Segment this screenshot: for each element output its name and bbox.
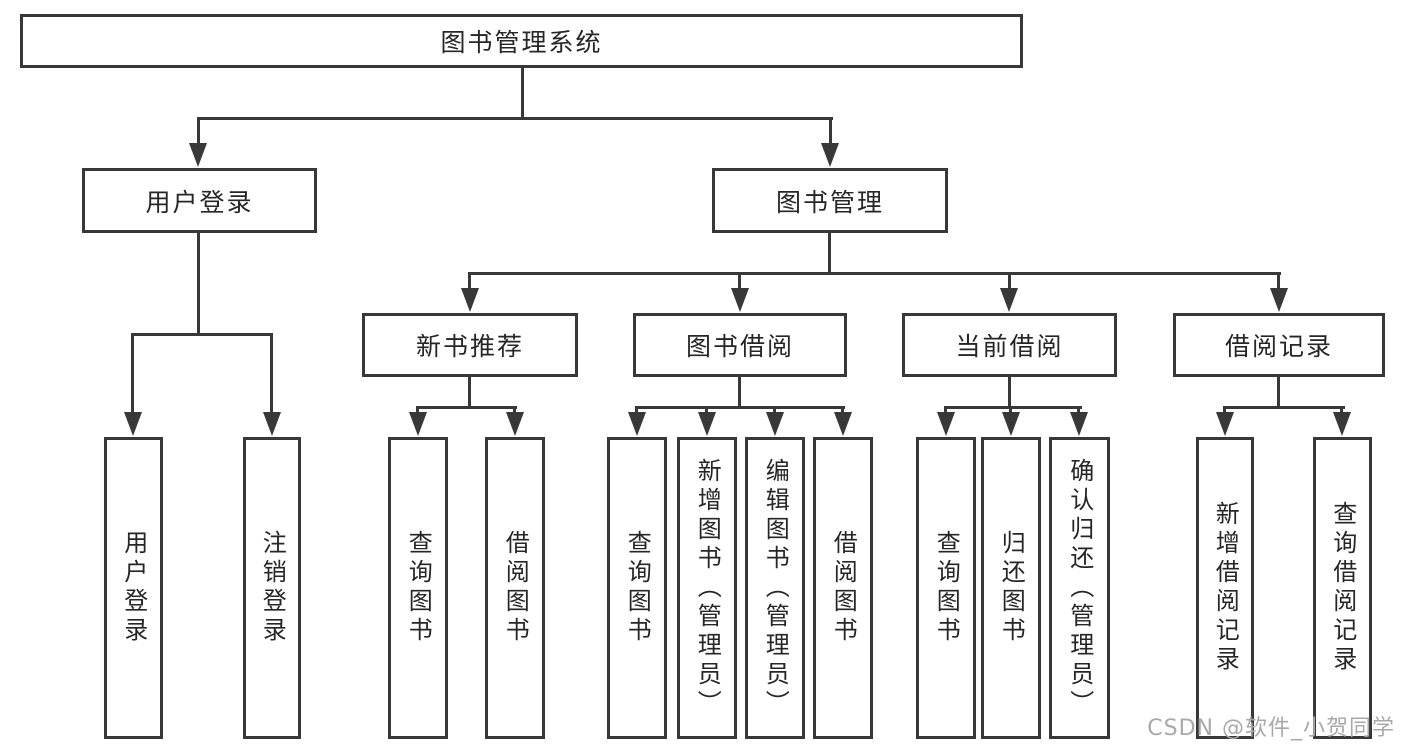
node-new-book-recommend: 新书推荐 xyxy=(362,313,578,377)
connector-drop xyxy=(1009,406,1012,415)
leaf-current-query-books: 查询图书 xyxy=(916,437,976,739)
connector-book-mgmt-rail xyxy=(468,272,1281,275)
connector-drop xyxy=(416,406,419,415)
connector-book-mgmt-stem xyxy=(828,233,831,275)
leaf-borrow-add-books-admin: 新增图书（管理员） xyxy=(677,437,737,739)
arrow-down-icon xyxy=(461,288,479,312)
connector-new-books-rail xyxy=(416,406,517,409)
connector-drop-book-borrow xyxy=(738,272,741,290)
leaf-borrow-edit-books-admin: 编辑图书（管理员） xyxy=(745,437,805,739)
arrow-down-icon xyxy=(1270,288,1288,312)
node-borrow-records-label: 借阅记录 xyxy=(1224,332,1333,361)
arrow-down-icon xyxy=(628,412,646,436)
arrow-down-icon xyxy=(834,412,852,436)
csdn-watermark: CSDN @软件_小贺同学 xyxy=(1147,716,1395,741)
arrow-down-icon xyxy=(1333,412,1351,436)
connector-current-borrow-stem xyxy=(1008,377,1011,409)
arrow-down-icon xyxy=(821,143,839,167)
connector-borrow-records-rail xyxy=(1223,406,1345,409)
arrow-down-icon xyxy=(409,412,427,436)
arrow-down-icon xyxy=(766,412,784,436)
node-user-login: 用户登录 xyxy=(82,168,317,233)
arrow-down-icon xyxy=(937,412,955,436)
arrow-down-icon xyxy=(263,412,281,436)
connector-drop-borrow-records xyxy=(1277,272,1280,290)
leaf-current-confirm-return-admin: 确认归还（管理员） xyxy=(1049,437,1110,739)
arrow-down-icon xyxy=(1002,412,1020,436)
connector-current-borrow-rail xyxy=(944,406,1082,409)
connector-root-rail xyxy=(197,117,833,120)
leaf-user-login: 用户登录 xyxy=(104,437,163,739)
node-current-borrow-label: 当前借阅 xyxy=(955,332,1064,361)
arrow-down-icon xyxy=(731,288,749,312)
connector-drop-new-books xyxy=(468,272,471,290)
arrow-down-icon xyxy=(1070,412,1088,436)
connector-book-borrow-stem xyxy=(738,377,741,409)
arrow-down-icon xyxy=(1216,412,1234,436)
connector-drop-current-borrow xyxy=(1008,272,1011,290)
connector-drop xyxy=(1223,406,1226,415)
node-book-management: 图书管理 xyxy=(712,168,948,233)
connector-drop xyxy=(513,406,516,415)
node-book-management-label: 图书管理 xyxy=(775,187,884,217)
connector-book-borrow-rail xyxy=(635,406,845,409)
arrow-down-icon xyxy=(698,412,716,436)
leaf-borrow-borrow-books: 借阅图书 xyxy=(813,437,873,739)
connector-user-login-rail xyxy=(131,333,273,336)
connector-drop xyxy=(635,406,638,415)
node-book-borrow: 图书借阅 xyxy=(633,313,847,377)
connector-new-books-stem xyxy=(468,377,471,409)
connector-drop xyxy=(705,406,708,415)
root-node-library-system: 图书管理系统 xyxy=(20,14,1023,68)
leaf-borrow-query-books: 查询图书 xyxy=(607,437,667,739)
leaf-logout: 注销登录 xyxy=(243,437,301,739)
node-book-borrow-label: 图书借阅 xyxy=(685,332,794,361)
root-node-label: 图书管理系统 xyxy=(440,28,603,57)
connector-drop-login xyxy=(131,333,134,414)
connector-drop-book-mgmt xyxy=(829,117,832,146)
connector-drop-user-login xyxy=(197,117,200,146)
connector-root-stem xyxy=(521,68,524,120)
leaf-records-query-record: 查询借阅记录 xyxy=(1313,437,1372,739)
connector-drop xyxy=(773,406,776,415)
arrow-down-icon xyxy=(506,412,524,436)
node-borrow-records: 借阅记录 xyxy=(1173,313,1385,377)
connector-drop xyxy=(1340,406,1343,415)
leaf-newbooks-borrow-books: 借阅图书 xyxy=(485,437,545,739)
leaf-records-add-record: 新增借阅记录 xyxy=(1196,437,1254,739)
node-current-borrow: 当前借阅 xyxy=(902,313,1117,377)
connector-user-login-stem xyxy=(197,233,200,336)
connector-borrow-records-stem xyxy=(1277,377,1280,409)
arrow-down-icon xyxy=(189,143,207,167)
node-user-login-label: 用户登录 xyxy=(145,187,254,217)
arrow-down-icon xyxy=(1000,288,1018,312)
connector-drop-logout xyxy=(270,333,273,414)
connector-drop xyxy=(841,406,844,415)
arrow-down-icon xyxy=(124,412,142,436)
node-new-book-recommend-label: 新书推荐 xyxy=(415,332,524,361)
connector-drop xyxy=(1077,406,1080,415)
connector-drop xyxy=(944,406,947,415)
leaf-newbooks-query-books: 查询图书 xyxy=(388,437,448,739)
leaf-current-return-books: 归还图书 xyxy=(981,437,1041,739)
